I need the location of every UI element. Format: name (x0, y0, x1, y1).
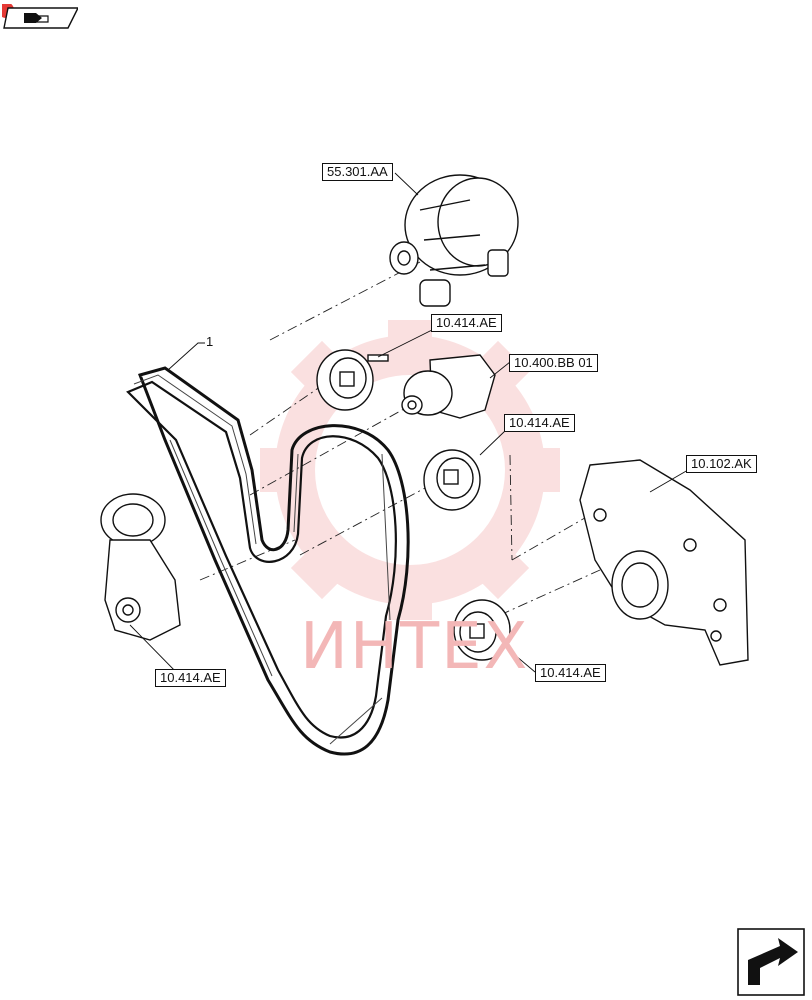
callout-front-cover[interactable]: 10.102.AK (686, 455, 757, 473)
front-cover-part (579, 459, 749, 666)
callout-alternator[interactable]: 55.301.AA (322, 163, 393, 181)
back-sheet-icon[interactable] (0, 2, 80, 30)
drive-belt (126, 366, 410, 756)
alternator-part (389, 174, 519, 307)
belt-item-number: 1 (206, 334, 214, 349)
callout-tensioner-left[interactable]: 10.414.AE (155, 669, 226, 687)
callout-idler-top[interactable]: 10.414.AE (431, 314, 502, 332)
leader-lines (129, 172, 689, 677)
idler-pulley-bottom (453, 599, 511, 661)
idler-pulley-middle (423, 449, 481, 511)
callout-tensioner-mid[interactable]: 10.400.BB 01 (509, 354, 598, 372)
idler-pulley-top (316, 349, 389, 411)
callout-idler-bottom[interactable]: 10.414.AE (535, 664, 606, 682)
tensioner-middle-part (401, 354, 496, 419)
callout-idler-mid[interactable]: 10.414.AE (504, 414, 575, 432)
tensioner-left-part (100, 493, 181, 641)
next-sheet-arrow-icon[interactable] (737, 928, 805, 996)
watermark-text: ИНТЕХ (300, 610, 530, 684)
